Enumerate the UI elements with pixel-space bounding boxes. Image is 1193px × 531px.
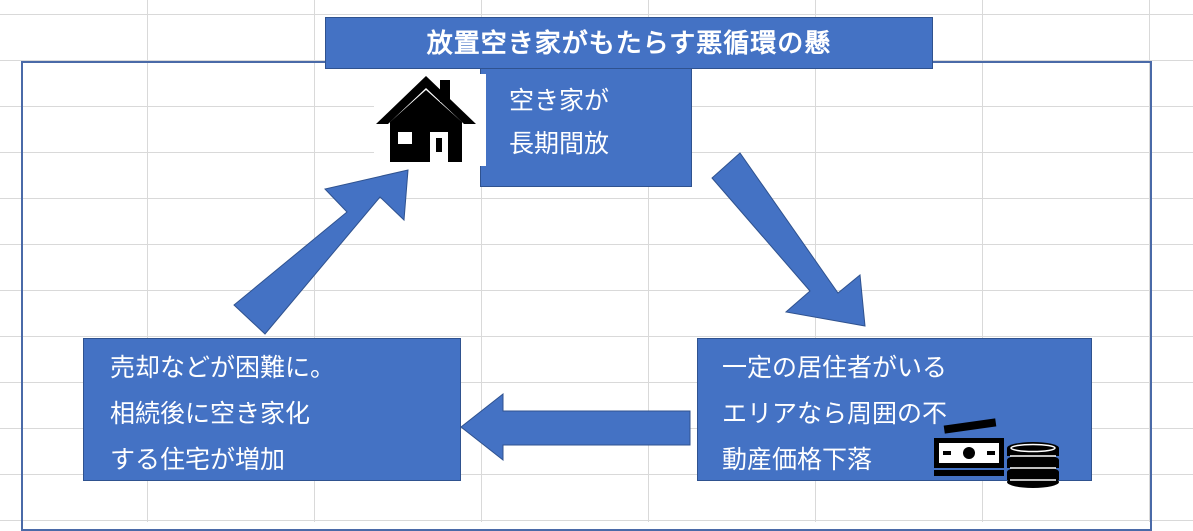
node-text-line: 長期間放 — [509, 129, 610, 158]
node-text-line: エリアなら周囲の不 — [722, 399, 948, 428]
node-sale-difficulty: 売却などが困難に。 相続後に空き家化 する住宅が増加 — [83, 338, 461, 481]
money-icon — [934, 418, 1059, 488]
node-text-line: 動産価格下落 — [722, 445, 873, 474]
node-text-line: 売却などが困難に。 — [110, 353, 336, 382]
node-vacant-house-neglected: 空き家が 長期間放 — [480, 68, 692, 187]
node-text-line: 空き家が — [509, 86, 610, 115]
house-icon — [374, 74, 486, 166]
node-text-line: する住宅が増加 — [110, 445, 286, 474]
arrow-up-right — [233, 169, 409, 335]
arrow-left — [460, 392, 691, 462]
node-text-line: 一定の居住者がいる — [722, 353, 948, 382]
node-text-line: 相続後に空き家化 — [110, 399, 311, 428]
diagram-title: 放置空き家がもたらす悪循環の懸 — [325, 17, 933, 69]
arrow-down-right — [711, 152, 866, 327]
